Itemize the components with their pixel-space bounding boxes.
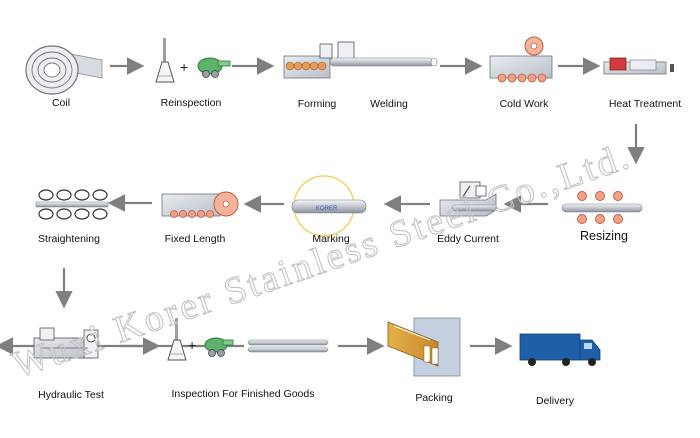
- label-coil: Coil: [51, 97, 71, 109]
- label-fixed-length: Fixed Length: [164, 233, 226, 245]
- fixed-length-icon: [161, 191, 239, 218]
- label-inspection-finished: Inspection For Finished Goods: [171, 388, 315, 400]
- heat-treatment-icon: [603, 57, 674, 75]
- plus-sign: +: [180, 59, 188, 75]
- reinspection-icon: +: [155, 38, 231, 83]
- inspection-finished-icon: +: [167, 318, 234, 361]
- label-straightening: Straightening: [38, 233, 100, 245]
- marking-icon: KORER: [291, 175, 367, 237]
- label-delivery: Delivery: [536, 395, 574, 407]
- finished-pipes-icon: [247, 339, 329, 353]
- label-forming: Forming: [297, 98, 337, 110]
- eddy-current-icon: [439, 181, 497, 217]
- delivery-truck-icon: [519, 333, 601, 366]
- straightening-icon: [35, 189, 109, 220]
- label-heat-treatment: Heat Treatment: [608, 98, 682, 110]
- label-resizing: Resizing: [580, 229, 628, 243]
- marking-tube-text: KORER: [316, 206, 338, 212]
- cold-work-icon: [489, 36, 553, 83]
- packing-icon: [387, 317, 461, 377]
- label-eddy-current: Eddy Current: [437, 233, 499, 245]
- label-packing: Packing: [415, 392, 453, 404]
- label-marking: Marking: [312, 233, 350, 245]
- label-hydraulic-test: Hydraulic Test: [38, 389, 104, 401]
- resizing-icon: [561, 191, 643, 224]
- label-welding: Welding: [370, 98, 408, 110]
- label-reinspection: Reinspection: [160, 97, 222, 109]
- forming-welding-icon: [283, 41, 438, 79]
- plus-sign-2: +: [188, 337, 196, 353]
- coil-icon: [25, 45, 103, 95]
- label-cold-work: Cold Work: [499, 98, 549, 110]
- hydraulic-test-icon: [33, 327, 99, 359]
